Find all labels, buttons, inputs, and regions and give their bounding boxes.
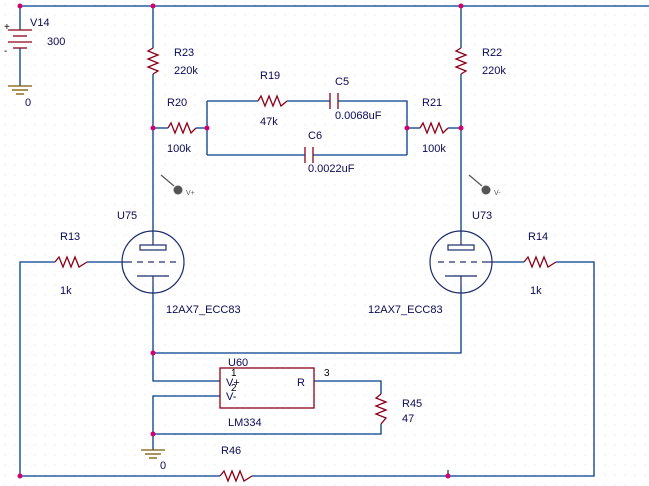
voltage-probe-right[interactable] [468,174,491,195]
c5-label: C5 [335,76,349,88]
c5-value: 0.0068uF [335,110,382,122]
r22-resistor[interactable] [454,47,468,75]
wire-right-cathode[interactable] [153,286,462,354]
c5-capacitor[interactable] [326,93,342,109]
r14-label: R14 [528,231,548,243]
v14-battery[interactable]: + - [4,22,32,86]
junctions [17,3,464,479]
r19-label: R19 [260,70,280,82]
junction-dot [150,350,156,356]
r21-label: R21 [422,97,442,109]
junction-dot [150,431,156,437]
r20-label: R20 [167,97,187,109]
r45-label: R45 [402,398,422,410]
battery-plus-sign: + [4,22,10,33]
voltage-probe-left[interactable] [160,174,183,195]
u60-pin2-number: 2 [231,383,237,394]
wire-u60-vminus[interactable] [152,395,220,434]
r20-resistor[interactable] [167,121,197,135]
junction-dot [17,3,23,9]
junction-dot [204,125,210,131]
r45-value: 47 [402,413,414,425]
u75-type: 12AX7_ECC83 [166,304,241,316]
r23-label: R23 [174,47,194,59]
ground-label-bottom: 0 [160,460,166,472]
v14-label: V14 [30,17,50,29]
junction-dot [150,3,156,9]
c6-capacitor[interactable] [301,147,317,163]
r19-resistor[interactable] [257,94,288,108]
wires [19,5,649,477]
junction-dot [150,125,156,131]
u73-triode-tube[interactable] [429,230,496,294]
u60-r-pin-label: R [297,377,305,389]
r19-value: 47k [260,116,278,128]
ground-symbol-bottom [141,449,165,459]
r46-label: R46 [221,445,241,457]
r21-resistor[interactable] [419,121,449,135]
wire-fb-top-right[interactable] [342,100,408,155]
wire-left-grid[interactable] [19,261,55,462]
u60-vplus-pin-label: V+ [226,377,240,389]
u60-pin3-number: 3 [324,368,330,379]
u75-label: U75 [117,210,137,222]
junction-dot [17,473,23,479]
c6-label: C6 [308,130,322,142]
u75-triode-tube[interactable] [120,230,185,294]
r13-resistor[interactable] [54,255,88,269]
junction-dot [458,125,464,131]
junction-dot [458,3,464,9]
r46-resistor[interactable] [219,469,253,483]
r22-label: R22 [482,47,502,59]
u60-ic-body[interactable] [219,367,315,409]
wire-left-cathode[interactable] [152,286,220,382]
v14-value: 300 [47,36,65,48]
r23-value: 220k [174,65,198,77]
battery-minus-sign: - [4,46,7,57]
u60-pin1-number: 1 [231,368,237,379]
r13-value: 1k [60,285,72,297]
wire-u60-r-to-r45[interactable] [314,380,382,394]
r22-value: 220k [482,65,506,77]
r13-label: R13 [60,231,80,243]
ground-label-top: 0 [25,97,31,109]
u60-label: U60 [228,357,248,369]
u73-type: 12AX7_ECC83 [368,304,443,316]
junction-dot [404,125,410,131]
junction-dot [445,473,451,479]
u73-label: U73 [472,210,492,222]
r20-value: 100k [167,143,191,155]
r23-resistor[interactable] [146,47,160,75]
u60-type: LM334 [228,417,262,429]
probe-right-label: V- [494,190,501,197]
r14-resistor[interactable] [523,255,557,269]
r21-value: 100k [422,143,446,155]
wire-r45-bottom[interactable] [153,424,382,435]
r45-resistor[interactable] [374,393,388,425]
c6-value: 0.0022uF [308,163,355,175]
ground-symbol-top [8,85,32,95]
r14-value: 1k [530,285,542,297]
probe-left-label: V+ [186,190,195,197]
wire-r14-to-rail[interactable] [448,261,595,477]
u60-vminus-pin-label: V- [226,391,237,403]
